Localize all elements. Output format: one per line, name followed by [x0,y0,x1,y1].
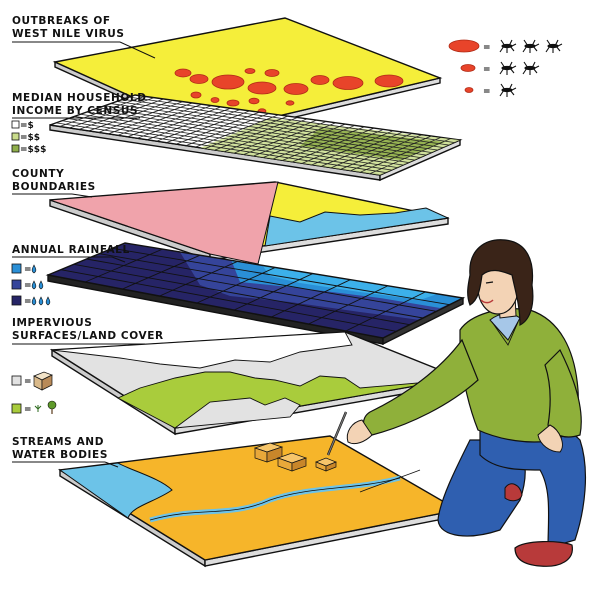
west-nile-legend: = = = [448,39,563,97]
water-body-left [58,462,173,519]
svg-text:=$$: =$$ [20,133,40,143]
streams-label: STREAMS AND WATER BODIES [12,436,119,468]
water-drop-icon [31,296,37,306]
income-label-line2: INCOME BY CENSUS [12,105,138,117]
county-layer [49,181,450,265]
rainfall-layer [45,242,466,346]
svg-text:=: = [483,65,491,75]
mosquito-icon [499,83,517,97]
mosquito-icon [522,39,540,53]
west-nile-label-line2: WEST NILE VIRUS [12,28,125,40]
income-layer [49,94,463,182]
svg-text:=$: =$ [20,121,34,131]
impervious-layer [49,331,463,436]
woman-figure [326,239,587,567]
svg-text:=: = [24,297,32,307]
rainfall-label-line1: ANNUAL RAINFALL [12,244,130,256]
building-icon [276,452,308,472]
tree-icon [34,400,57,414]
building-icon [315,457,337,472]
water-drop-icon [31,280,37,290]
west-nile-label-line1: OUTBREAKS OF [12,15,111,27]
svg-text:=$$$: =$$$ [20,145,46,155]
water-drop-icon [38,280,44,290]
income-label: MEDIAN HOUSEHOLD INCOME BY CENSUS =$ =$$… [11,92,147,155]
svg-text:=: = [24,377,32,387]
impervious-label-line1: IMPERVIOUS [12,317,92,329]
impervious-label: IMPERVIOUS SURFACES/LAND COVER = = [11,317,164,415]
svg-text:=: = [24,405,32,415]
svg-text:=: = [483,87,491,97]
mosquito-icon [499,61,517,75]
west-nile-label: OUTBREAKS OF WEST NILE VIRUS [12,15,156,59]
pen-icon [326,411,348,456]
income-label-line1: MEDIAN HOUSEHOLD [12,92,147,104]
streams-layer [57,435,460,568]
county-label: COUNTY BOUNDARIES [12,168,96,198]
county-label-line2: BOUNDARIES [12,181,96,193]
streams-label-line1: STREAMS AND [12,436,104,448]
svg-text:=: = [24,265,32,275]
impervious-label-line2: SURFACES/LAND COVER [12,330,164,342]
mosquito-icon [499,39,517,53]
mosquito-icon [522,61,540,75]
svg-text:=: = [24,281,32,291]
county-label-line1: COUNTY [12,168,64,180]
virus-outbreaks [174,68,404,120]
water-drop-icon [31,264,37,274]
mosquito-icon [545,39,563,53]
county-blue [264,207,450,247]
water-drop-icon [45,296,51,306]
building-icon [33,371,53,391]
rainfall-label: ANNUAL RAINFALL = = = [11,244,130,307]
water-drop-icon [38,296,44,306]
svg-text:=: = [483,43,491,53]
streams-label-line2: WATER BODIES [12,449,108,461]
